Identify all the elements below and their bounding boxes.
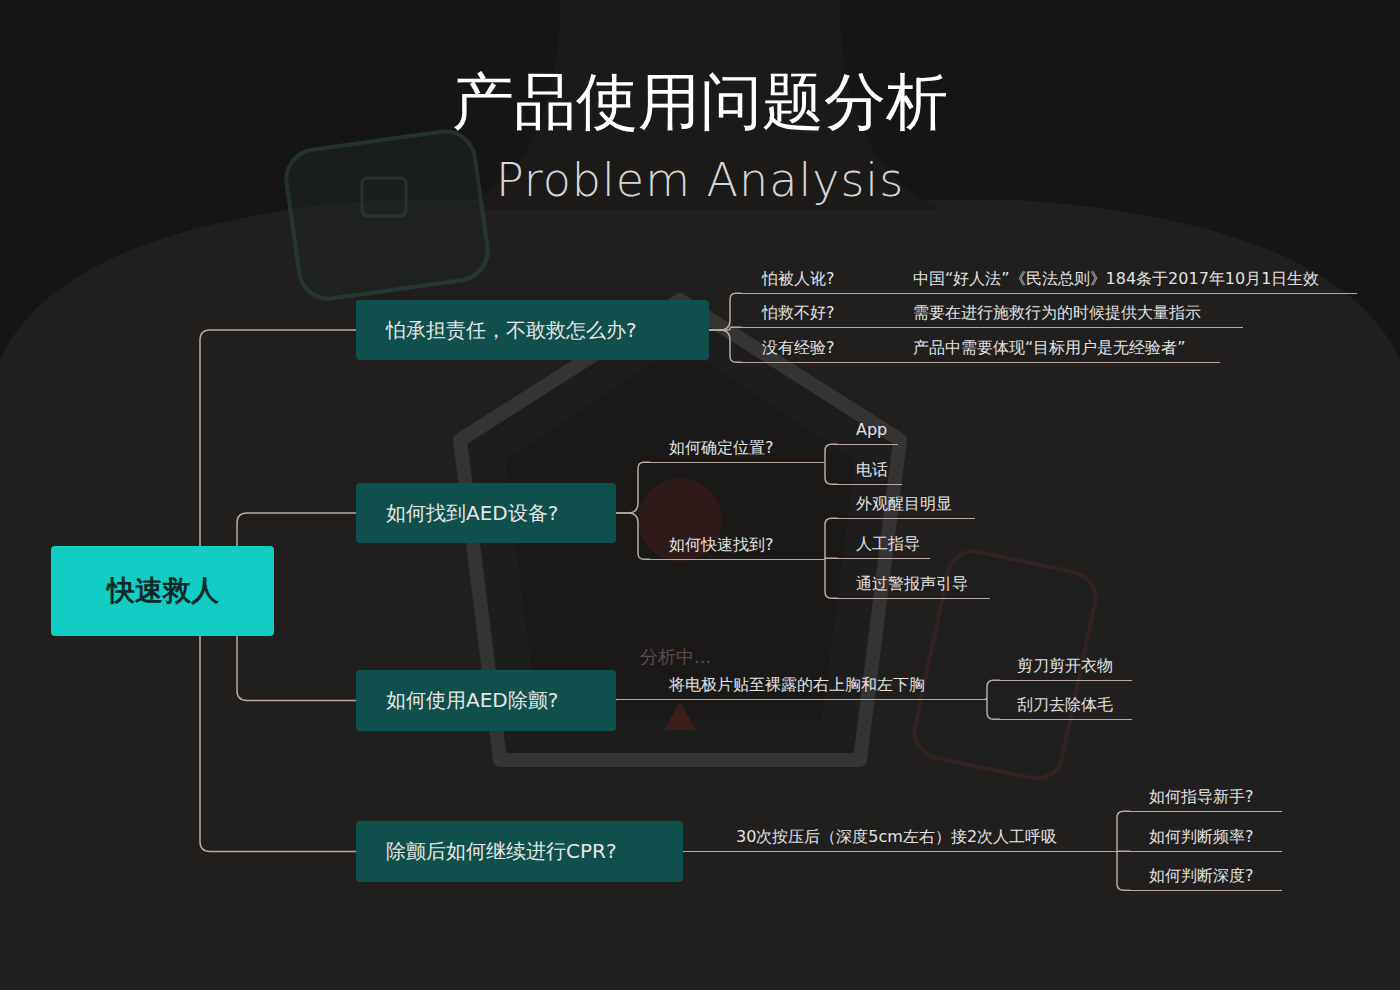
node-text: 快速救人 (107, 572, 219, 610)
branch-connector (200, 636, 356, 852)
branch-leaf: 如何判断深度? (1130, 865, 1282, 891)
branch-leaf: 刮刀去除体毛 (1000, 694, 1132, 720)
node-text: 如何判断频率? (1149, 827, 1254, 846)
branch-leaf: 外观醒目明显 (838, 493, 975, 519)
branch-connector (1117, 851, 1130, 853)
branch-leaf: 30次按压后（深度5cm左右）接2次人工呼吸 (683, 826, 1117, 852)
branch-connector (709, 330, 742, 362)
branch-leaf: 需要在进行施救行为的时候提供大量指示 (895, 302, 1243, 328)
node-text: App (856, 420, 887, 439)
branch-connector (825, 444, 838, 462)
topic-box: 怕承担责任，不敢救怎么办? (356, 300, 709, 360)
node-text: 外观醒目明显 (856, 494, 952, 513)
branch-leaf: 产品中需要体现“目标用户是无经验者” (895, 337, 1220, 363)
warning-triangle (664, 702, 696, 730)
node-text: 如何指导新手? (1149, 787, 1254, 806)
branch-connector (616, 513, 650, 559)
node-text: 怕承担责任，不敢救怎么办? (386, 317, 637, 344)
branch-leaf: 如何指导新手? (1130, 786, 1282, 812)
page-title: 产品使用问题分析 (0, 62, 1400, 142)
node-text: 中国“好人法”《民法总则》184条于2017年10月1日生效 (913, 269, 1319, 288)
branch-connector (985, 699, 1000, 719)
branch-connector (825, 558, 838, 559)
node-text: 通过警报声引导 (856, 574, 968, 593)
node-text: 将电极片贴至裸露的右上胸和左下胸 (669, 675, 925, 694)
branch-leaf: 怕救不好? (742, 302, 895, 328)
branch-leaf: 电话 (838, 459, 902, 485)
branch-connector (1117, 811, 1130, 851)
node-text: 除颤后如何继续进行CPR? (386, 838, 617, 865)
branch-connector (825, 462, 838, 484)
node-text: 需要在进行施救行为的时候提供大量指示 (913, 303, 1201, 322)
pad-outline (282, 128, 491, 303)
electrode-pad-top (282, 128, 491, 303)
branch-leaf: App (838, 419, 898, 445)
branch-connector (237, 513, 356, 546)
branch-connector (985, 680, 1000, 699)
branch-connector (1117, 851, 1130, 890)
node-text: 怕救不好? (762, 303, 835, 322)
branch-leaf: 如何判断频率? (1130, 826, 1282, 852)
branch-leaf: 通过警报声引导 (838, 573, 990, 599)
node-text: 如何使用AED除颤? (386, 687, 558, 714)
branch-leaf: 剪刀剪开衣物 (1000, 655, 1132, 681)
node-text: 怕被人讹? (762, 269, 835, 288)
branch-leaf: 人工指导 (838, 533, 930, 559)
branch-leaf: 如何快速找到? (650, 534, 825, 560)
node-text: 电话 (856, 460, 888, 479)
root-box: 快速救人 (51, 546, 274, 636)
node-text: 如何找到AED设备? (386, 500, 558, 527)
topic-box: 如何使用AED除颤? (356, 670, 616, 731)
torso-silhouette (0, 200, 1400, 990)
node-text: 刮刀去除体毛 (1017, 695, 1113, 714)
branch-leaf: 将电极片贴至裸露的右上胸和左下胸 (616, 674, 985, 700)
branch-connector (200, 330, 356, 546)
node-text: 如何确定位置? (669, 438, 774, 457)
node-text: 如何快速找到? (669, 535, 774, 554)
topic-box: 除颤后如何继续进行CPR? (356, 821, 683, 882)
node-text: 30次按压后（深度5cm左右）接2次人工呼吸 (736, 827, 1057, 846)
branch-connector (237, 636, 356, 701)
branch-leaf: 如何确定位置? (650, 437, 825, 463)
node-text: 产品中需要体现“目标用户是无经验者” (913, 338, 1186, 357)
node-text: 剪刀剪开衣物 (1017, 656, 1113, 675)
branch-leaf: 没有经验? (742, 337, 895, 363)
branch-leaf: 中国“好人法”《民法总则》184条于2017年10月1日生效 (895, 268, 1357, 294)
node-text: 如何判断深度? (1149, 866, 1254, 885)
branch-connector (616, 462, 650, 513)
pad-mark (362, 178, 406, 216)
branch-connector (825, 559, 838, 598)
watermark-text: 分析中... (640, 645, 711, 669)
branch-connector (825, 518, 838, 559)
branch-leaf: 怕被人讹? (742, 268, 895, 294)
branch-connector (709, 293, 742, 330)
topic-box: 如何找到AED设备? (356, 483, 616, 543)
subtitle: Problem Analysis (0, 150, 1400, 210)
node-text: 人工指导 (856, 534, 920, 553)
node-text: 没有经验? (762, 338, 835, 357)
